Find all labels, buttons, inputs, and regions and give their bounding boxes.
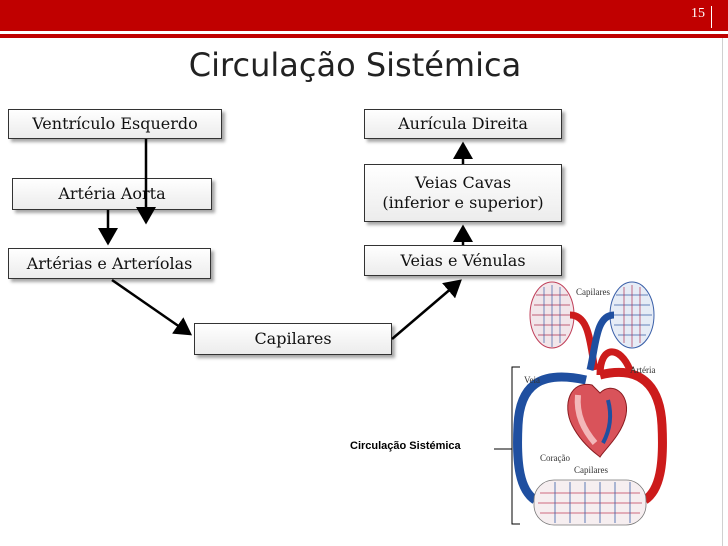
- node-label: Artérias e Arteríolas: [26, 253, 193, 273]
- node-arteria-aorta: Artéria Aorta: [12, 178, 212, 210]
- node-label: Capilares: [254, 329, 332, 348]
- slide-number: 15: [675, 6, 712, 28]
- label-veia: Veia: [524, 375, 540, 385]
- right-border: [722, 38, 723, 546]
- header-underline: [0, 34, 728, 38]
- label-capilares-bottom: Capilares: [574, 465, 608, 475]
- body-capillaries: [533, 479, 647, 526]
- label-coracao: Coração: [540, 453, 570, 463]
- node-label: Ventrículo Esquerdo: [32, 114, 198, 133]
- node-label-line2: (inferior e superior): [382, 193, 544, 212]
- heart-icon: [567, 383, 628, 458]
- slide-title: Circulação Sistémica: [188, 46, 522, 84]
- node-label: Aurícula Direita: [398, 114, 528, 133]
- illustration-caption: Circulação Sistémica: [350, 440, 461, 452]
- arrow-arterias-capilares: [111, 278, 193, 336]
- node-label: Veias e Vénulas: [400, 250, 526, 270]
- node-veias-venulas: Veias e Vénulas: [364, 245, 562, 276]
- lungs-capillaries: [529, 281, 655, 349]
- label-arteria: Artéria: [630, 365, 656, 375]
- node-arterias-arteriolas: Artérias e Arteríolas: [8, 248, 211, 279]
- arrow-capilares-veias: [391, 279, 462, 340]
- header-bar: [0, 0, 728, 31]
- node-veias-cavas: Veias Cavas (inferior e superior): [364, 164, 562, 222]
- circulation-illustration: [513, 281, 667, 526]
- label-capilares-top: Capilares: [576, 287, 610, 297]
- node-label-line1: Veias Cavas: [414, 173, 512, 192]
- node-capilares: Capilares: [194, 323, 392, 355]
- node-ventriculo-esquerdo: Ventrículo Esquerdo: [8, 109, 222, 139]
- node-auricula-direita: Aurícula Direita: [364, 109, 562, 139]
- node-label: Artéria Aorta: [58, 184, 166, 203]
